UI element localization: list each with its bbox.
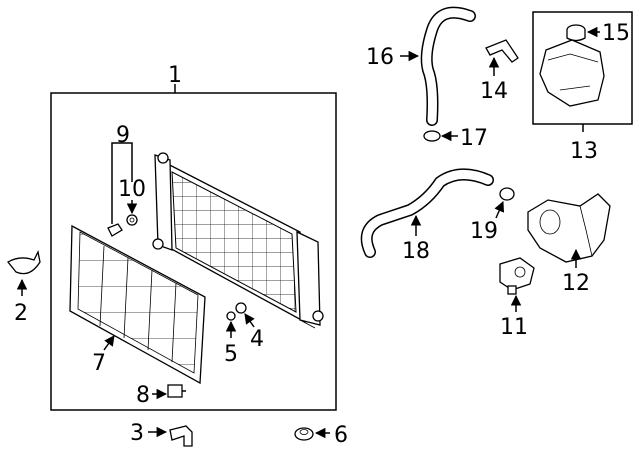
callout-12: 12 <box>562 271 590 296</box>
bushing-4 <box>235 302 247 314</box>
coolant-reservoir <box>539 39 605 107</box>
nut-part <box>126 214 138 226</box>
water-pump <box>499 257 535 295</box>
bracket-2 <box>7 250 41 275</box>
callout-8: 8 <box>136 383 150 408</box>
callout-15: 15 <box>602 21 630 46</box>
callout-10: 10 <box>118 177 146 202</box>
reservoir-cap <box>566 24 586 42</box>
callout-1: 1 <box>168 63 182 88</box>
clip-part <box>107 223 123 237</box>
bracket-14 <box>485 39 519 63</box>
callout-16: 16 <box>366 45 394 70</box>
callout-5: 5 <box>224 342 238 367</box>
callout-18: 18 <box>402 239 430 264</box>
bolt-8 <box>167 384 186 398</box>
condenser-panel <box>69 224 206 385</box>
callout-9-bracket <box>111 142 133 224</box>
clamp-19 <box>499 187 515 201</box>
callout-13: 13 <box>570 139 598 164</box>
callout-9: 9 <box>116 123 130 148</box>
callout-7: 7 <box>92 351 106 376</box>
callout-6: 6 <box>334 423 348 448</box>
callout-2: 2 <box>14 301 28 326</box>
bracket-3 <box>169 425 193 447</box>
callout-19: 19 <box>470 219 498 244</box>
callout-3: 3 <box>130 421 144 446</box>
callout-11: 11 <box>500 315 528 340</box>
bushing-5 <box>226 311 236 321</box>
callout-17: 17 <box>460 126 488 151</box>
radiator <box>152 152 324 329</box>
thermostat-housing <box>527 193 611 263</box>
callout-4: 4 <box>250 327 264 352</box>
assembly-box <box>50 92 337 411</box>
clamp-17 <box>423 130 441 142</box>
callout-14: 14 <box>480 79 508 104</box>
grommet-6 <box>294 427 314 441</box>
